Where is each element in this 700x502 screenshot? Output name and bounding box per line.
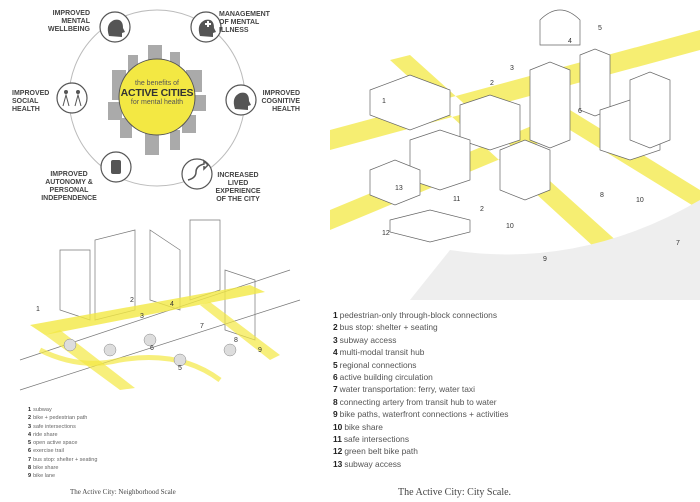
people-icon <box>56 82 88 114</box>
center-circle <box>118 58 196 136</box>
marker: 3 <box>510 65 514 72</box>
marker: 7 <box>200 323 204 330</box>
bike-lane <box>45 302 280 390</box>
benefit-label: MANAGEMENT OF MENTAL ILLNESS <box>219 11 270 34</box>
marker: 12 <box>382 230 390 237</box>
marker: 6 <box>578 108 582 115</box>
marker: 13 <box>395 185 403 192</box>
waterfront <box>410 200 700 300</box>
benefit-label: IMPROVED COGNITIVE HEALTH <box>261 90 300 113</box>
marker: 8 <box>600 192 604 199</box>
city-caption: The Active City: City Scale. <box>398 487 512 498</box>
benefits-diagram <box>56 9 257 190</box>
bike-path <box>30 285 265 335</box>
neighborhood-markers: 1 2 3 4 5 6 7 8 9 <box>36 297 262 372</box>
marker: 2 <box>490 80 494 87</box>
marker: 10 <box>636 197 644 204</box>
marker: 2 <box>130 297 134 304</box>
marker: 5 <box>178 365 182 372</box>
neighborhood-caption: The Active City: Neighborhood Scale <box>70 488 176 496</box>
neighborhood-illustration: 1 2 3 4 5 6 7 8 9 <box>19 219 301 391</box>
marker: 10 <box>506 223 514 230</box>
benefit-label: IMPROVED SOCIAL HEALTH <box>12 90 50 113</box>
marker: 4 <box>170 301 174 308</box>
marker: 11 <box>453 196 460 203</box>
benefit-label: IMPROVED AUTONOMY & PERSONAL INDEPENDENC… <box>41 171 97 202</box>
marker: 7 <box>676 240 680 247</box>
marker: 2 <box>480 206 484 213</box>
marker: 3 <box>140 313 144 320</box>
marker: 9 <box>258 347 262 354</box>
marker: 5 <box>598 25 602 32</box>
benefit-label: IMPROVED MENTAL WELLBEING <box>48 10 90 33</box>
marker: 4 <box>568 38 572 45</box>
benefit-label: INCREASED LIVED EXPERIENCE OF THE CITY <box>215 172 261 203</box>
city-markers: 1 2 3 4 5 6 7 8 9 10 10 11 12 13 2 <box>382 25 680 263</box>
marker: 1 <box>36 306 40 313</box>
marker: 8 <box>234 337 238 344</box>
marker: 1 <box>382 98 386 105</box>
center-title: the benefits of ACTIVE CITIES for mental… <box>120 80 194 106</box>
city-illustration: 1 2 3 4 5 6 7 8 9 10 10 11 12 13 2 <box>330 9 700 300</box>
marker: 6 <box>150 345 154 352</box>
marker: 9 <box>543 256 547 263</box>
